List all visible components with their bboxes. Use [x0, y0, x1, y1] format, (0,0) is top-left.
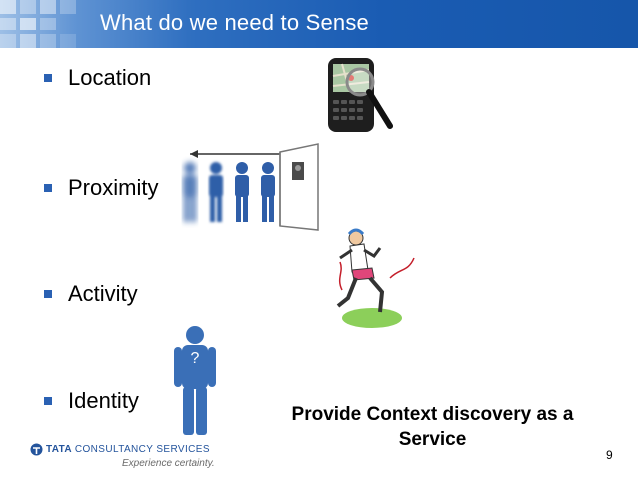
bullet-label: Activity — [68, 281, 138, 306]
bullet-proximity: Proximity — [44, 175, 158, 201]
bullet-label: Proximity — [68, 175, 159, 200]
bullet-location: Location — [44, 65, 151, 91]
bullet-label: Location — [68, 65, 152, 90]
tcs-tagline: Experience certainty. — [122, 458, 215, 469]
bullet-marker — [44, 397, 52, 405]
bullet-marker — [44, 290, 52, 298]
runner-icon — [336, 228, 415, 328]
svg-text:?: ? — [191, 350, 200, 367]
bullet-marker — [44, 74, 52, 82]
tcs-logo: TATA CONSULTANCY SERVICES Experience cer… — [30, 442, 230, 472]
tcs-brand-rest: CONSULTANCY SERVICES — [74, 444, 210, 455]
bullet-label: Identity — [68, 388, 139, 413]
tcs-brand-bold: TATA — [46, 444, 72, 455]
bullet-identity: Identity — [44, 388, 139, 414]
phone-map-magnifier-icon — [328, 58, 393, 132]
people-entering-door-icon — [183, 143, 319, 231]
tcs-emblem-icon — [30, 443, 43, 456]
bullet-marker — [44, 184, 52, 192]
page-number: 9 — [606, 448, 613, 462]
context-discovery-callout: Provide Context discovery as a Service — [291, 404, 574, 450]
slide-header: What do we need to Sense — [0, 0, 638, 48]
bullet-activity: Activity — [44, 281, 138, 307]
slide-title: What do we need to Sense — [100, 10, 369, 35]
unknown-person-icon: ? — [174, 326, 216, 435]
tcs-brand-text: TATA CONSULTANCY SERVICES — [46, 444, 210, 455]
header-grid-decoration — [0, 0, 76, 48]
